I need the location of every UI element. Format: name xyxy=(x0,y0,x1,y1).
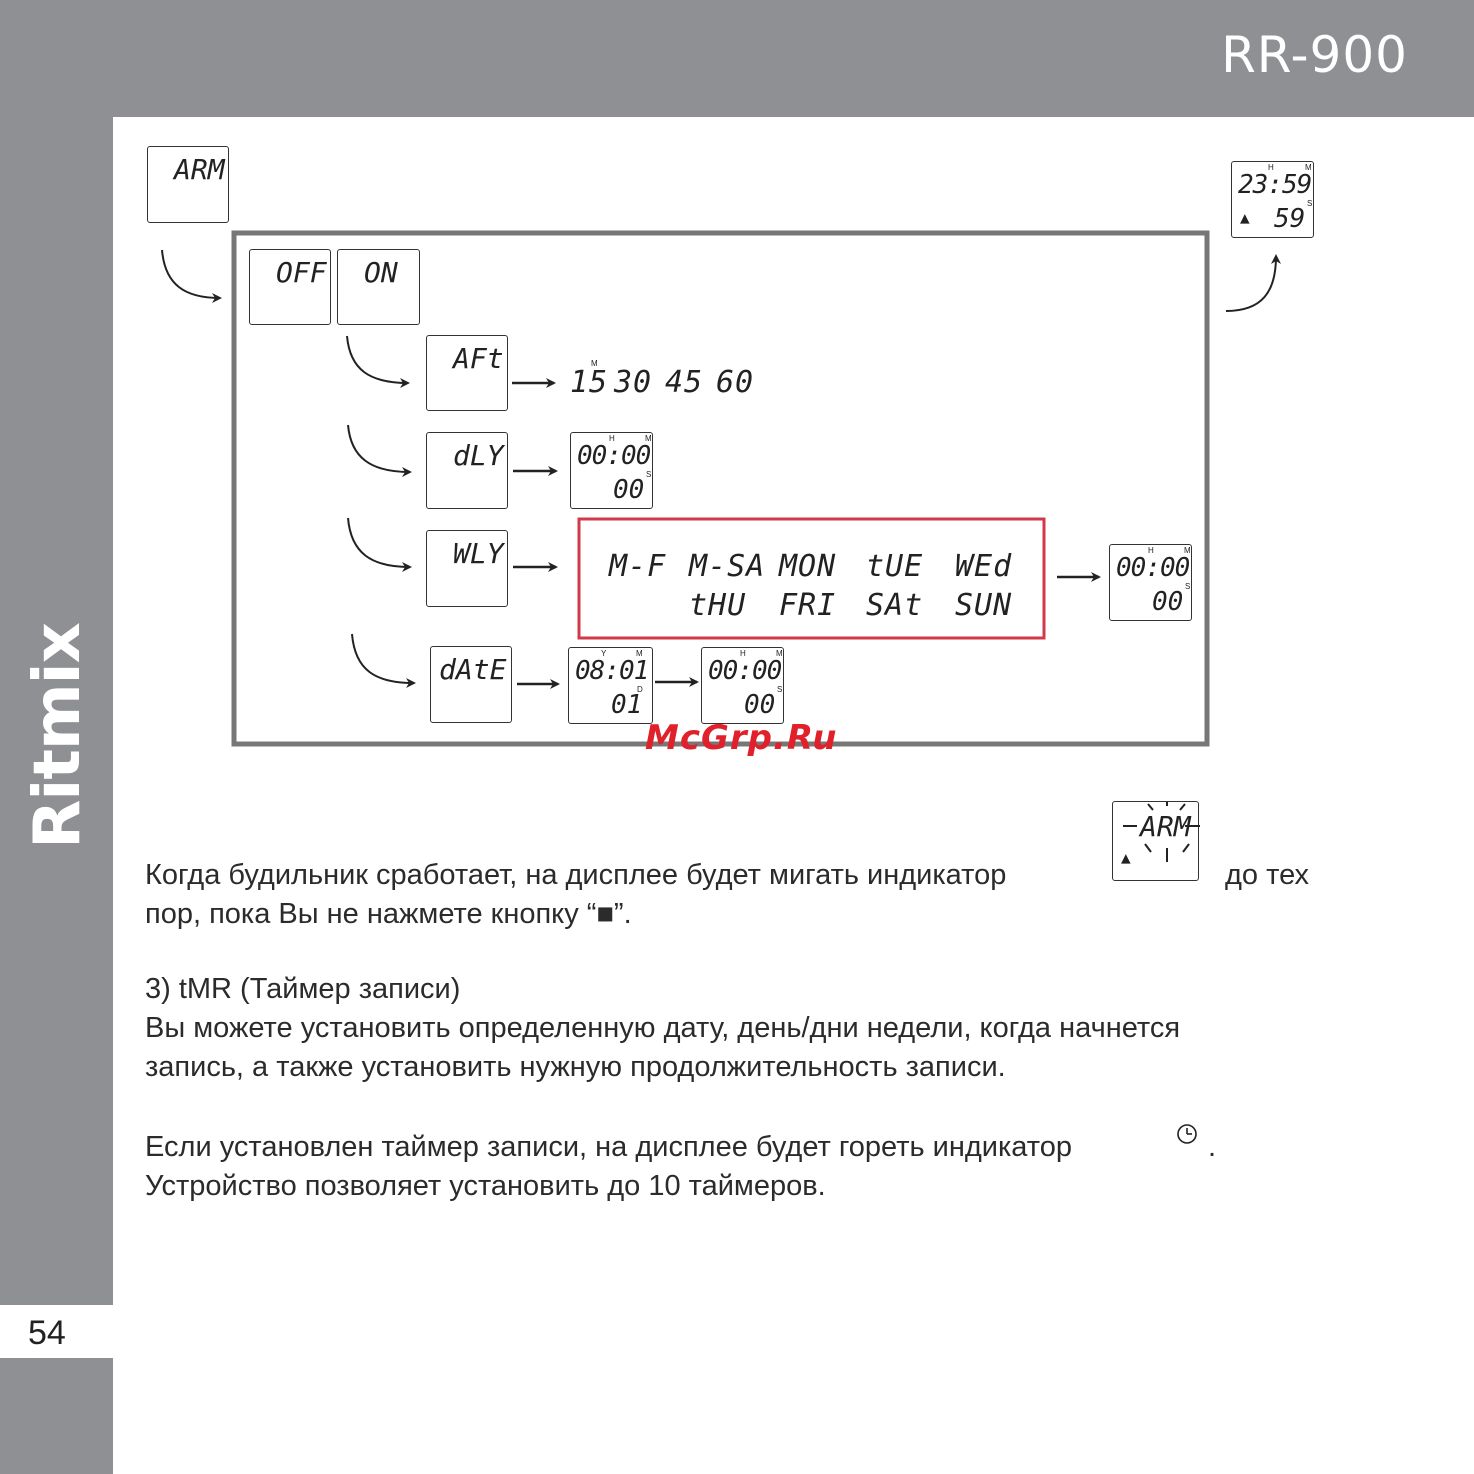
paragraph-indicator-line1-end: . xyxy=(1208,1131,1217,1163)
paragraph-alarm-line1-end: до тех xyxy=(1225,859,1310,891)
weekday-option: tUE xyxy=(866,549,924,584)
arrow-to-wly xyxy=(347,517,412,572)
lcd-dly-time: H M 00:00 S 00 xyxy=(570,432,653,509)
paragraph-alarm-line1: Когда будильник сработает, на дисплее бу… xyxy=(145,859,1007,891)
bell-icon: ▲ xyxy=(1240,208,1250,227)
weekday-option: FRI xyxy=(779,588,837,623)
weekday-option: WEd xyxy=(955,549,1013,584)
weekday-option: tHU xyxy=(689,588,747,623)
page-number: 54 xyxy=(28,1314,66,1352)
paragraph-alarm-line2: пор, пока Вы не нажмете кнопку “■”. xyxy=(145,898,632,930)
lcd-dly: dLY xyxy=(426,432,508,509)
clock-icon xyxy=(1177,1124,1197,1144)
blink-rays-icon xyxy=(1123,802,1200,862)
model-title: RR-900 xyxy=(1221,26,1408,84)
weekday-option: MON xyxy=(779,549,837,584)
aft-option: 60 xyxy=(716,365,755,400)
lcd-wly: WLY xyxy=(426,530,508,607)
arrow-to-final xyxy=(1225,254,1281,312)
header-bar xyxy=(0,0,1474,117)
menu-frame xyxy=(231,230,1210,747)
lcd-arm: ARM xyxy=(147,146,229,223)
arrow-on-to-aft xyxy=(346,335,410,388)
sidebar xyxy=(0,117,113,1474)
lcd-aft: AFt xyxy=(426,335,508,411)
aft-unit-label: M xyxy=(591,359,598,368)
weekday-option: M-F xyxy=(609,549,667,584)
paragraph-timer-line2: запись, а также установить нужную продол… xyxy=(145,1051,1006,1083)
lcd-wly-time: H M 00:00 S 00 xyxy=(1109,544,1192,621)
weekday-option: SUN xyxy=(955,588,1013,623)
paragraph-indicator-line1: Если установлен таймер записи, на диспле… xyxy=(145,1131,1073,1163)
lcd-off: OFF xyxy=(249,249,331,325)
lcd-on: ON xyxy=(337,249,420,325)
arrow-to-date xyxy=(351,633,416,688)
bell-icon: ▲ xyxy=(1121,848,1131,867)
paragraph-timer-line1: Вы можете установить определенную дату, … xyxy=(145,1012,1181,1044)
section-title: 3) tMR (Таймер записи) xyxy=(145,973,461,1005)
arrow-to-dly xyxy=(347,424,412,477)
weekday-highlight-frame xyxy=(577,517,1046,640)
aft-option: 30 xyxy=(614,365,653,400)
aft-option: 15 xyxy=(570,365,609,400)
lcd-alarm-indicator: ARM ▲ xyxy=(1112,801,1200,881)
weekday-option: SAt xyxy=(866,588,924,623)
lcd-final-time: H M 23:59 S ▲ 59 xyxy=(1231,161,1314,238)
weekday-option: M-SA xyxy=(689,549,766,584)
lcd-date: dAtE xyxy=(430,646,512,723)
lcd-date-value: Y M 08:01 D 01 xyxy=(568,647,653,724)
watermark: McGrp.Ru xyxy=(645,718,838,758)
paragraph-indicator-line2: Устройство позволяет установить до 10 та… xyxy=(145,1170,826,1202)
page-number-box xyxy=(0,1305,113,1358)
aft-option: 45 xyxy=(665,365,704,400)
arrow-arm-to-off xyxy=(161,249,222,303)
lcd-date-time: H M 00:00 S 00 xyxy=(701,647,784,724)
